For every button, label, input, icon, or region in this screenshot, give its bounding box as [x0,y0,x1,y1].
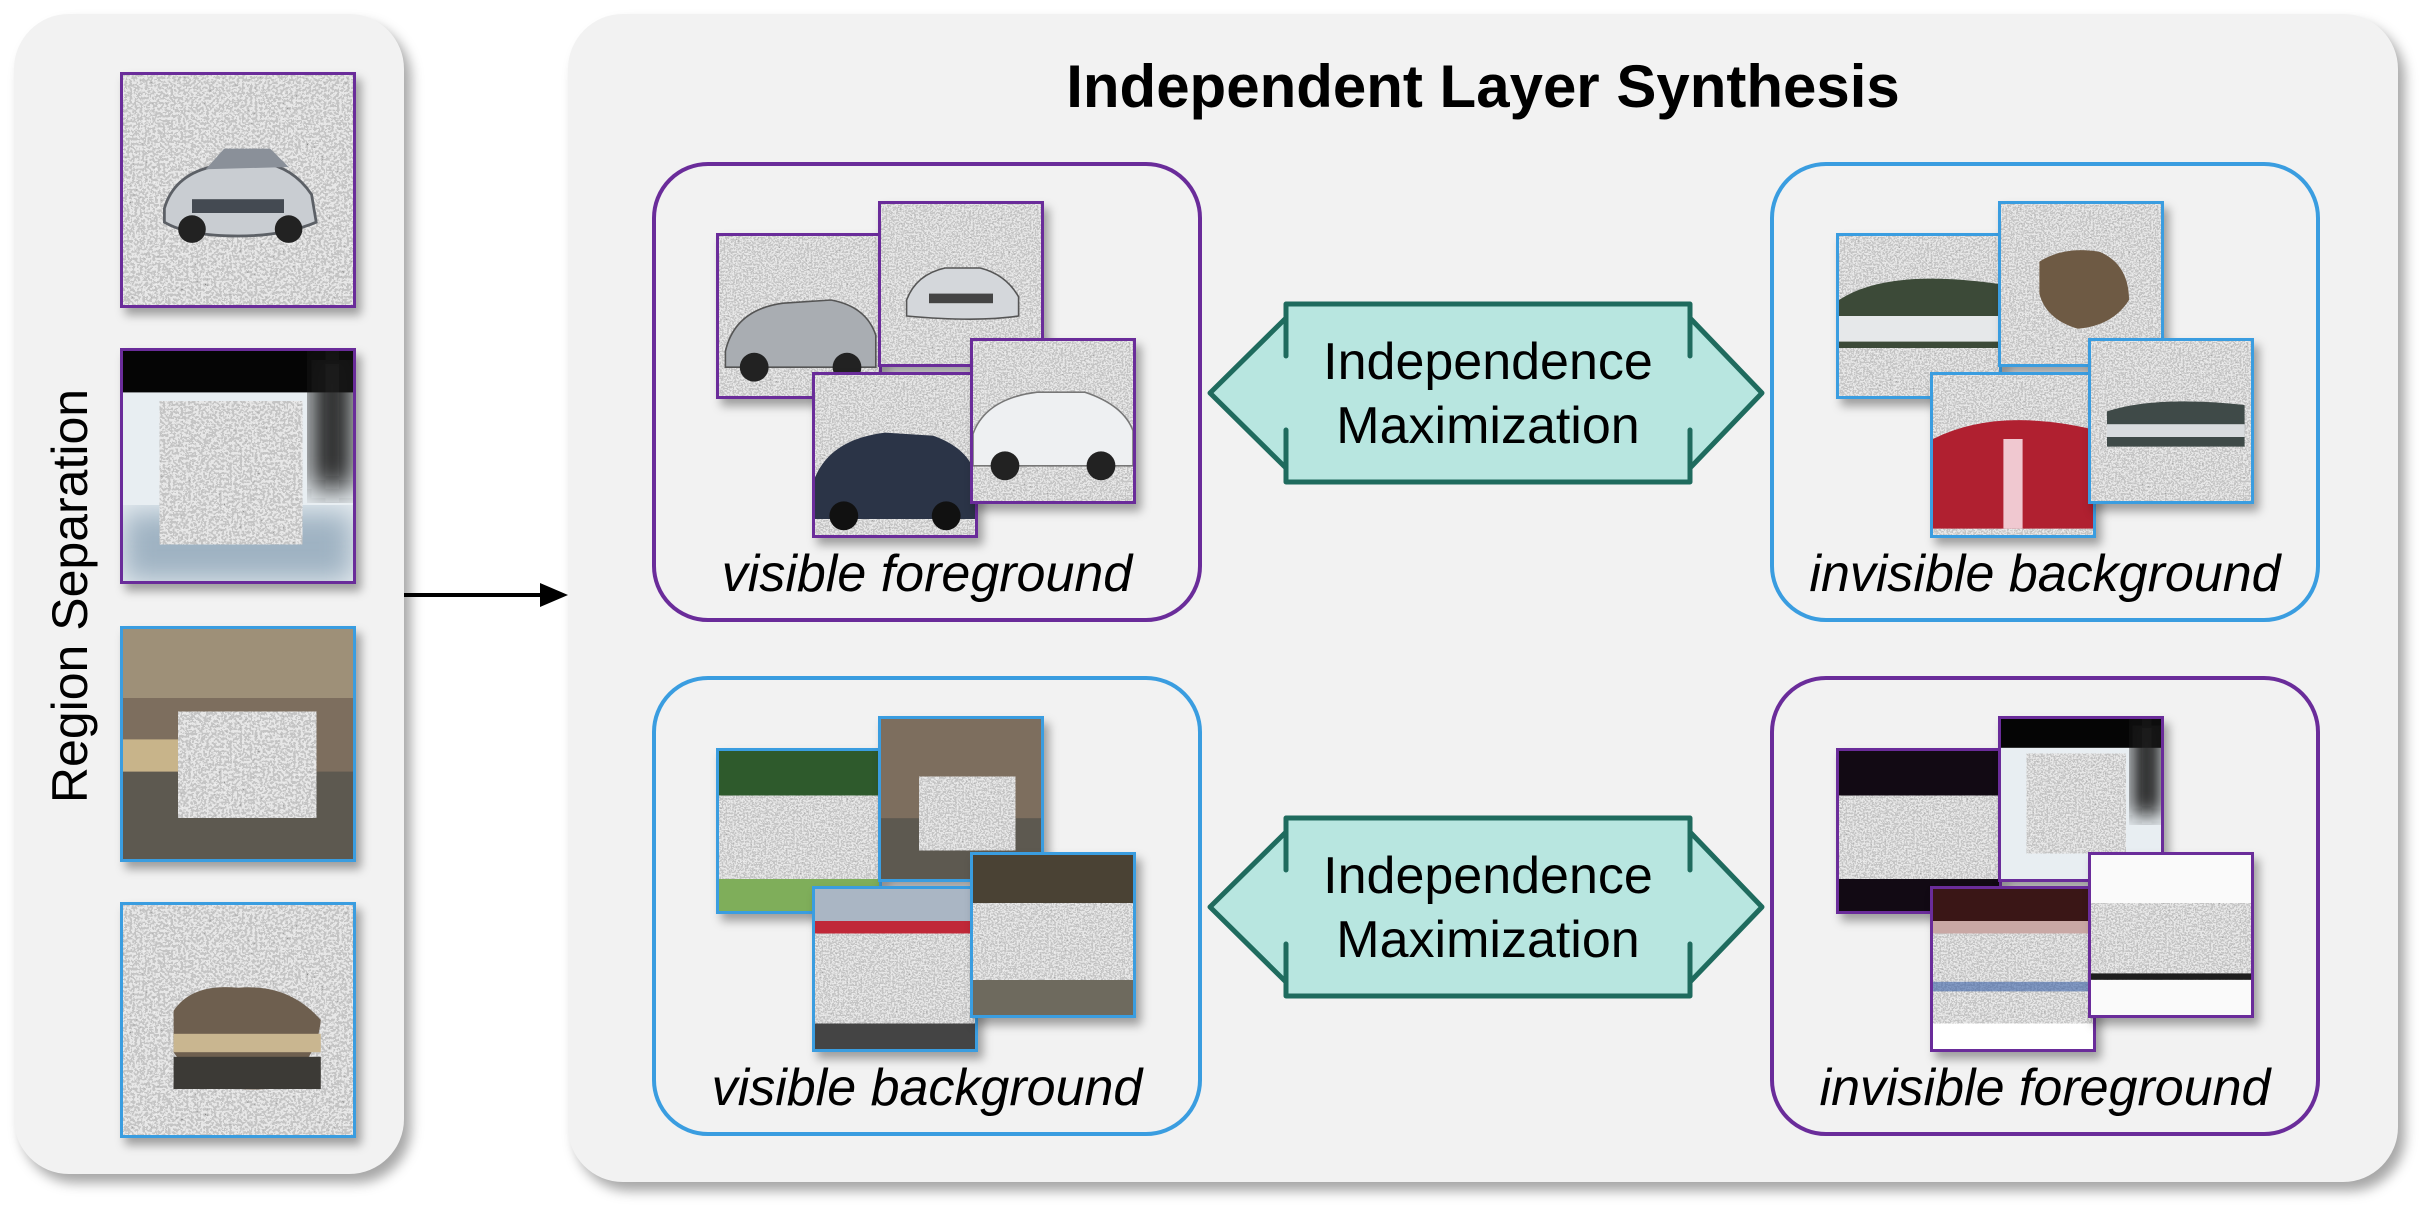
box-label-visible-foreground: visible foreground [721,545,1133,603]
double-arrow-bottom [1207,815,1765,999]
fg-thumb-dark-sedan [812,372,978,538]
box-label-invisible-foreground: invisible foreground [1819,1059,2271,1117]
box-label-visible-background: visible background [711,1059,1143,1117]
bg-thumb-red [1930,372,2096,538]
fg-thumb-white-car [970,338,1136,504]
thumbnail-noise-car [120,72,356,308]
fg-thumb-front-car [878,201,1044,367]
ifg-thumb-blue [1930,886,2096,1052]
arrow-label-bottom-line2: Maximization [1336,911,1640,969]
thumbnail-noise-with-background [120,902,356,1138]
thumbnail-street-background [120,626,356,862]
arrow-label-bottom-line1: Independence [1323,847,1653,905]
bg-thumb-hallway [1998,201,2164,367]
ifg-thumb-blur [1998,716,2164,882]
vbg-thumb-forest [970,852,1136,1018]
region-separation-label: Region Separation [42,388,98,804]
arrow-label-top-line2: Maximization [1336,397,1640,455]
double-arrow-top [1207,301,1765,485]
arrow-label-top-line1: Independence [1323,333,1653,391]
bg-thumb-train-side [2088,338,2254,504]
diagram-title: Independent Layer Synthesis [1066,53,1900,120]
flow-arrow [404,583,568,607]
vbg-thumb-red-car [812,886,978,1052]
thumbnail-dark-blurred-car [120,348,356,584]
arrow-label-top: Independence Maximization [1286,330,1690,458]
ifg-thumb-white [2088,852,2254,1018]
box-label-invisible-background: invisible background [1809,545,2281,603]
arrow-label-bottom: Independence Maximization [1286,844,1690,972]
bg-thumb-train [1836,233,2002,399]
